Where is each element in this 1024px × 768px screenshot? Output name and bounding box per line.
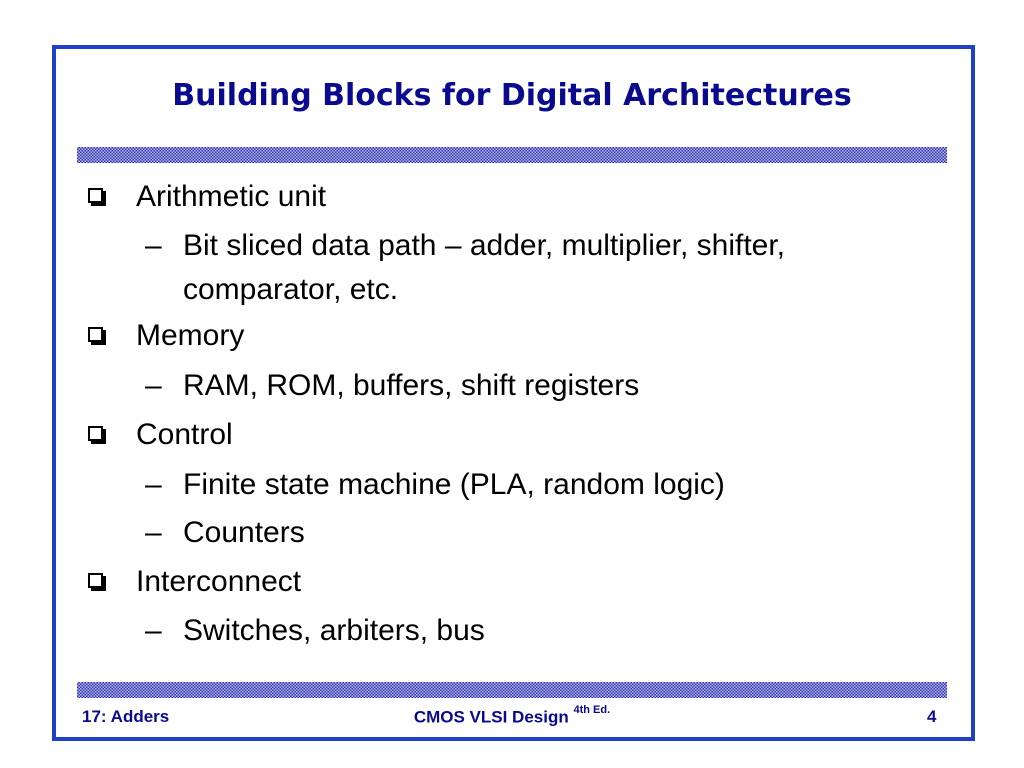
footer-course-name: CMOS VLSI Design bbox=[413, 707, 569, 727]
bullet-item-control: Control bbox=[88, 413, 233, 457]
sub-item-text-continued: comparator, etc. bbox=[183, 273, 399, 306]
sub-item-text: Finite state machine (PLA, random logic) bbox=[183, 468, 725, 501]
square-bullet-icon bbox=[88, 425, 106, 444]
dash-icon: – bbox=[145, 229, 162, 262]
dash-icon: – bbox=[145, 516, 162, 549]
sub-item-text: RAM, ROM, buffers, shift registers bbox=[183, 369, 640, 402]
bullet-item-interconnect: Interconnect bbox=[88, 560, 301, 604]
bullet-item-memory: Memory bbox=[88, 314, 244, 358]
footer-divider bbox=[77, 682, 947, 698]
bullet-label: Interconnect bbox=[136, 565, 302, 598]
sub-item-counters: –Counters bbox=[145, 511, 905, 555]
dash-icon: – bbox=[145, 369, 162, 402]
sub-item-fsm: –Finite state machine (PLA, random logic… bbox=[145, 463, 905, 507]
bullet-item-arithmetic: Arithmetic unit bbox=[88, 175, 326, 219]
dash-icon: – bbox=[145, 614, 162, 647]
sub-item-text: Switches, arbiters, bus bbox=[183, 614, 485, 647]
page-number: 4 bbox=[927, 707, 937, 726]
bullet-label: Control bbox=[136, 418, 233, 451]
sub-item-text: Bit sliced data path – adder, multiplier… bbox=[183, 229, 786, 262]
sub-item-text: Counters bbox=[183, 516, 305, 549]
bullet-label: Arithmetic unit bbox=[136, 180, 327, 213]
sub-item-interconnect-types: –Switches, arbiters, bus bbox=[145, 609, 905, 653]
sub-item-datapath: –Bit sliced data path – adder, multiplie… bbox=[145, 224, 905, 312]
footer-edition: 4th Ed. bbox=[573, 704, 611, 716]
square-bullet-icon bbox=[88, 326, 106, 345]
square-bullet-icon bbox=[88, 187, 106, 206]
bullet-label: Memory bbox=[136, 319, 245, 352]
sub-item-memory-types: –RAM, ROM, buffers, shift registers bbox=[145, 364, 905, 408]
footer-course-title: CMOS VLSI Design 4th Ed. bbox=[0, 704, 1024, 728]
square-bullet-icon bbox=[88, 572, 106, 591]
footer-section-label: 17: Adders bbox=[82, 707, 170, 726]
dash-icon: – bbox=[145, 468, 162, 501]
title-divider bbox=[77, 147, 947, 163]
slide-title: Building Blocks for Digital Architecture… bbox=[172, 78, 852, 113]
